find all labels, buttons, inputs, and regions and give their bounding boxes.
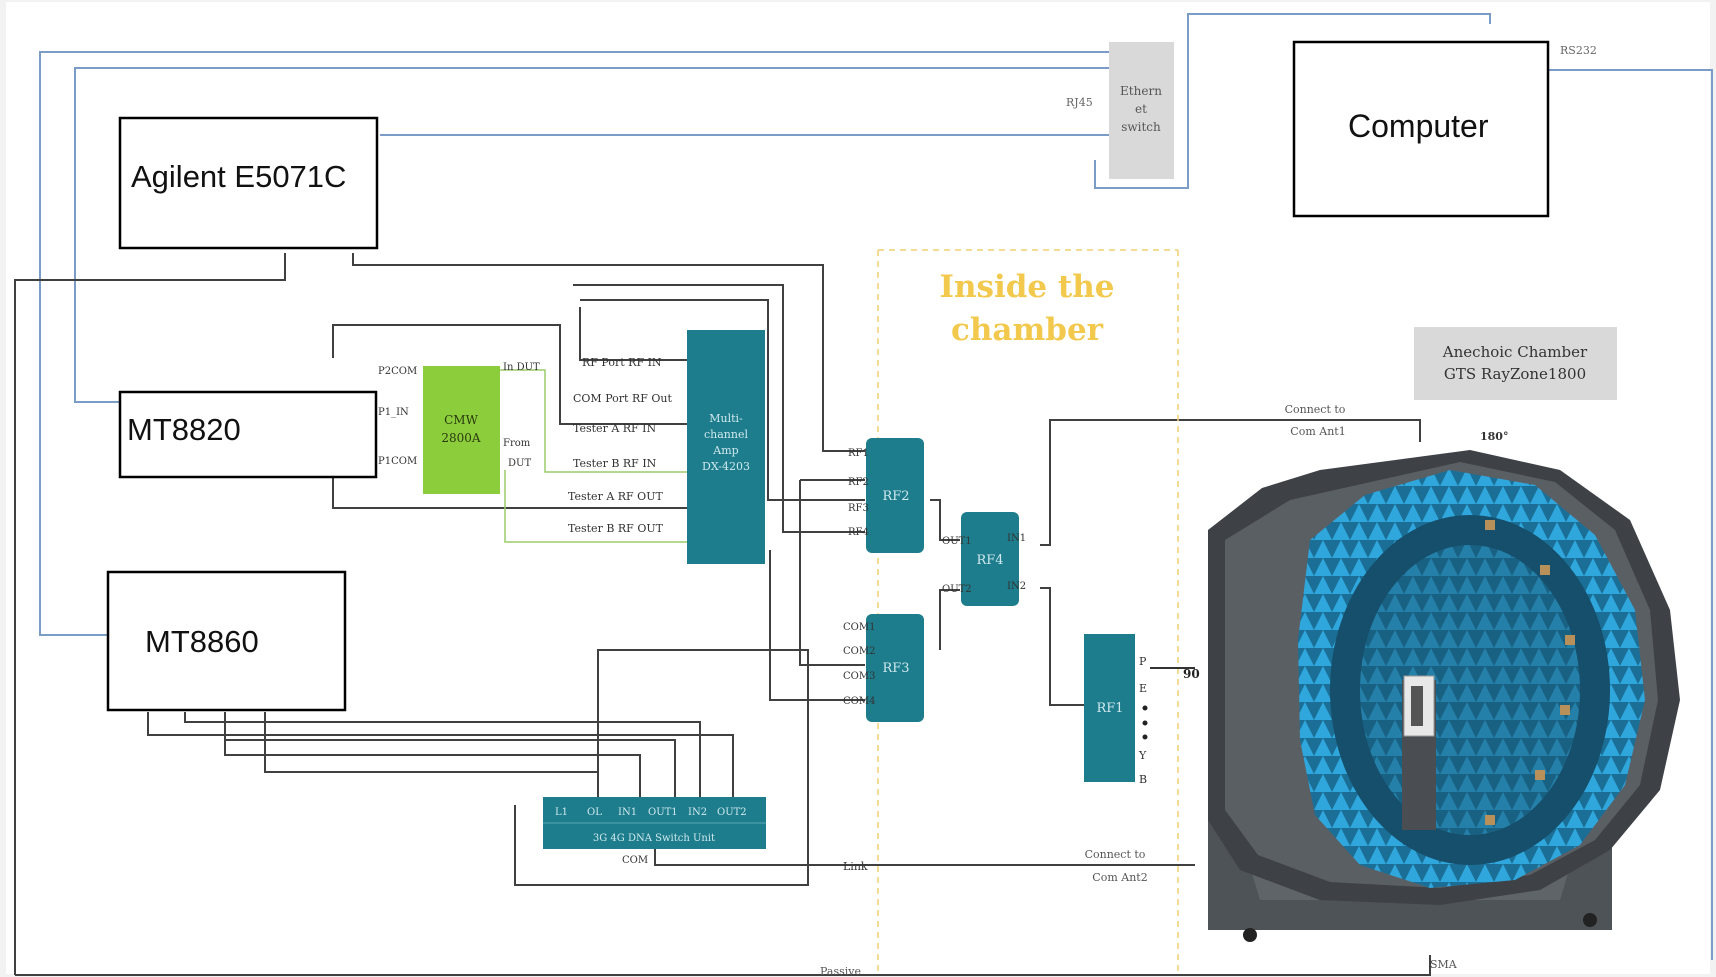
switch-unit-name: 3G 4G DNA Switch Unit (593, 833, 715, 844)
ethernet-switch-line3: switch (1121, 120, 1161, 134)
rf3-box: RF3 (866, 614, 924, 722)
rf1-label: RF1 (1096, 701, 1123, 716)
ethernet-switch: Ethern et switch (1109, 42, 1174, 179)
cmw-green-lines (490, 369, 688, 543)
rf1-port-p: P (1139, 655, 1147, 668)
chamber-title-line1: Inside the (939, 269, 1114, 305)
rf3-label: RF3 (882, 661, 909, 676)
switch-port-out2: OUT2 (717, 807, 747, 818)
rf4-box: RF4 (961, 512, 1019, 606)
rf4-label: RF4 (976, 553, 1003, 568)
amp-port-1: RF Port RF IN (582, 356, 662, 369)
anechoic-line2: GTS RayZone1800 (1444, 365, 1586, 383)
rf1-box: RF1 (1084, 634, 1135, 782)
mt8860-label: MT8860 (145, 624, 259, 659)
connect-ant1-line2: Com Ant1 (1290, 425, 1345, 438)
connect-ant2-line2: Com Ant2 (1092, 871, 1147, 884)
rf4-port-in2: IN2 (1007, 581, 1026, 592)
switch-port-l1: L1 (555, 807, 568, 818)
amp-port-2: COM Port RF Out (573, 392, 672, 405)
chamber-zone (877, 249, 1179, 975)
switch-unit-box: L1 OL IN1 OUT1 IN2 OUT2 3G 4G DNA Switch… (543, 797, 766, 849)
rf2-port-3: RF3 (848, 503, 869, 514)
amp-title-1: Multi- (709, 412, 743, 425)
amp-title-3: Amp (712, 444, 738, 457)
rf4-port-out1: OUT1 (942, 536, 972, 547)
rf1-side-label: 90 (1183, 667, 1200, 681)
rf3-port-1: COM1 (843, 622, 875, 633)
rf4-port-in1: IN1 (1007, 533, 1026, 544)
chamber-title-line2: chamber (951, 312, 1104, 348)
rf2-port-4: RF4 (848, 527, 869, 538)
rf2-port-1: RF1 (848, 448, 869, 459)
ethernet-switch-line2: et (1135, 102, 1147, 116)
cmw-label-line2: 2800A (441, 431, 481, 445)
cmw-box: CMW 2800A (423, 366, 500, 494)
rf1-port-y: Y (1138, 749, 1147, 762)
anechoic-line1: Anechoic Chamber (1442, 343, 1588, 361)
switch-port-in1: IN1 (618, 807, 637, 818)
passive-label: Passive (820, 965, 861, 977)
ethernet-switch-line1: Ethern (1120, 84, 1162, 98)
amp-title-2: channel (704, 428, 748, 441)
rf1-port-dots (1142, 705, 1148, 740)
mt8860-box: MT8860 (106, 570, 347, 712)
rf2-port-2: RF2 (848, 477, 869, 488)
angle-label: 180° (1480, 430, 1508, 443)
cmw-label-line1: CMW (444, 413, 478, 427)
rf2-label: RF2 (882, 489, 909, 504)
rf1-port-b: B (1139, 773, 1147, 786)
agilent-label: Agilent E5071C (131, 159, 346, 194)
cmw-port-in-dut: In DUT (503, 362, 540, 373)
cmw-port-dut: DUT (508, 458, 531, 469)
rf2-box: RF2 (866, 438, 924, 553)
rf3-port-3: COM3 (843, 671, 875, 682)
computer-box: Computer (1292, 40, 1550, 218)
connect-ant2-line1: Connect to (1085, 848, 1146, 861)
cmw-port-p1in: P1_IN (378, 407, 409, 418)
amp-port-4: Tester B RF IN (573, 457, 657, 470)
rs232-label: RS232 (1560, 44, 1597, 57)
mt8820-label: MT8820 (127, 412, 241, 447)
sma-label: SMA (1430, 958, 1458, 971)
switch-com-label: COM (622, 855, 648, 866)
agilent-box: Agilent E5071C (118, 116, 379, 250)
rj45-label: RJ45 (1066, 96, 1093, 109)
computer-label: Computer (1348, 108, 1489, 144)
rf1-port-e: E (1139, 682, 1147, 695)
switch-port-out1: OUT1 (648, 807, 678, 818)
anechoic-badge: Anechoic Chamber GTS RayZone1800 (1414, 327, 1617, 400)
mt8820-box: MT8820 (118, 390, 378, 479)
rf3-port-4: COM4 (843, 696, 875, 707)
switch-port-ol: OL (587, 807, 602, 818)
link-label: Link (843, 860, 868, 873)
amp-port-6: Tester B RF OUT (568, 522, 664, 535)
rf4-port-out2: OUT2 (942, 584, 972, 595)
cmw-port-p1com: P1COM (378, 456, 417, 467)
connect-ant1-line1: Connect to (1285, 403, 1346, 416)
network-lines (39, 13, 1713, 960)
rf3-port-2: COM2 (843, 646, 875, 657)
switch-port-in2: IN2 (688, 807, 707, 818)
amp-title-4: DX-4203 (702, 460, 750, 473)
cmw-port-p2com: P2COM (378, 366, 417, 377)
anechoic-chamber-image (1208, 450, 1680, 942)
amp-port-3: Tester A RF IN (573, 422, 657, 435)
amp-port-5: Tester A RF OUT (568, 490, 663, 503)
amp-box: Multi- channel Amp DX-4203 (687, 330, 765, 564)
cmw-port-from: From (503, 438, 531, 449)
